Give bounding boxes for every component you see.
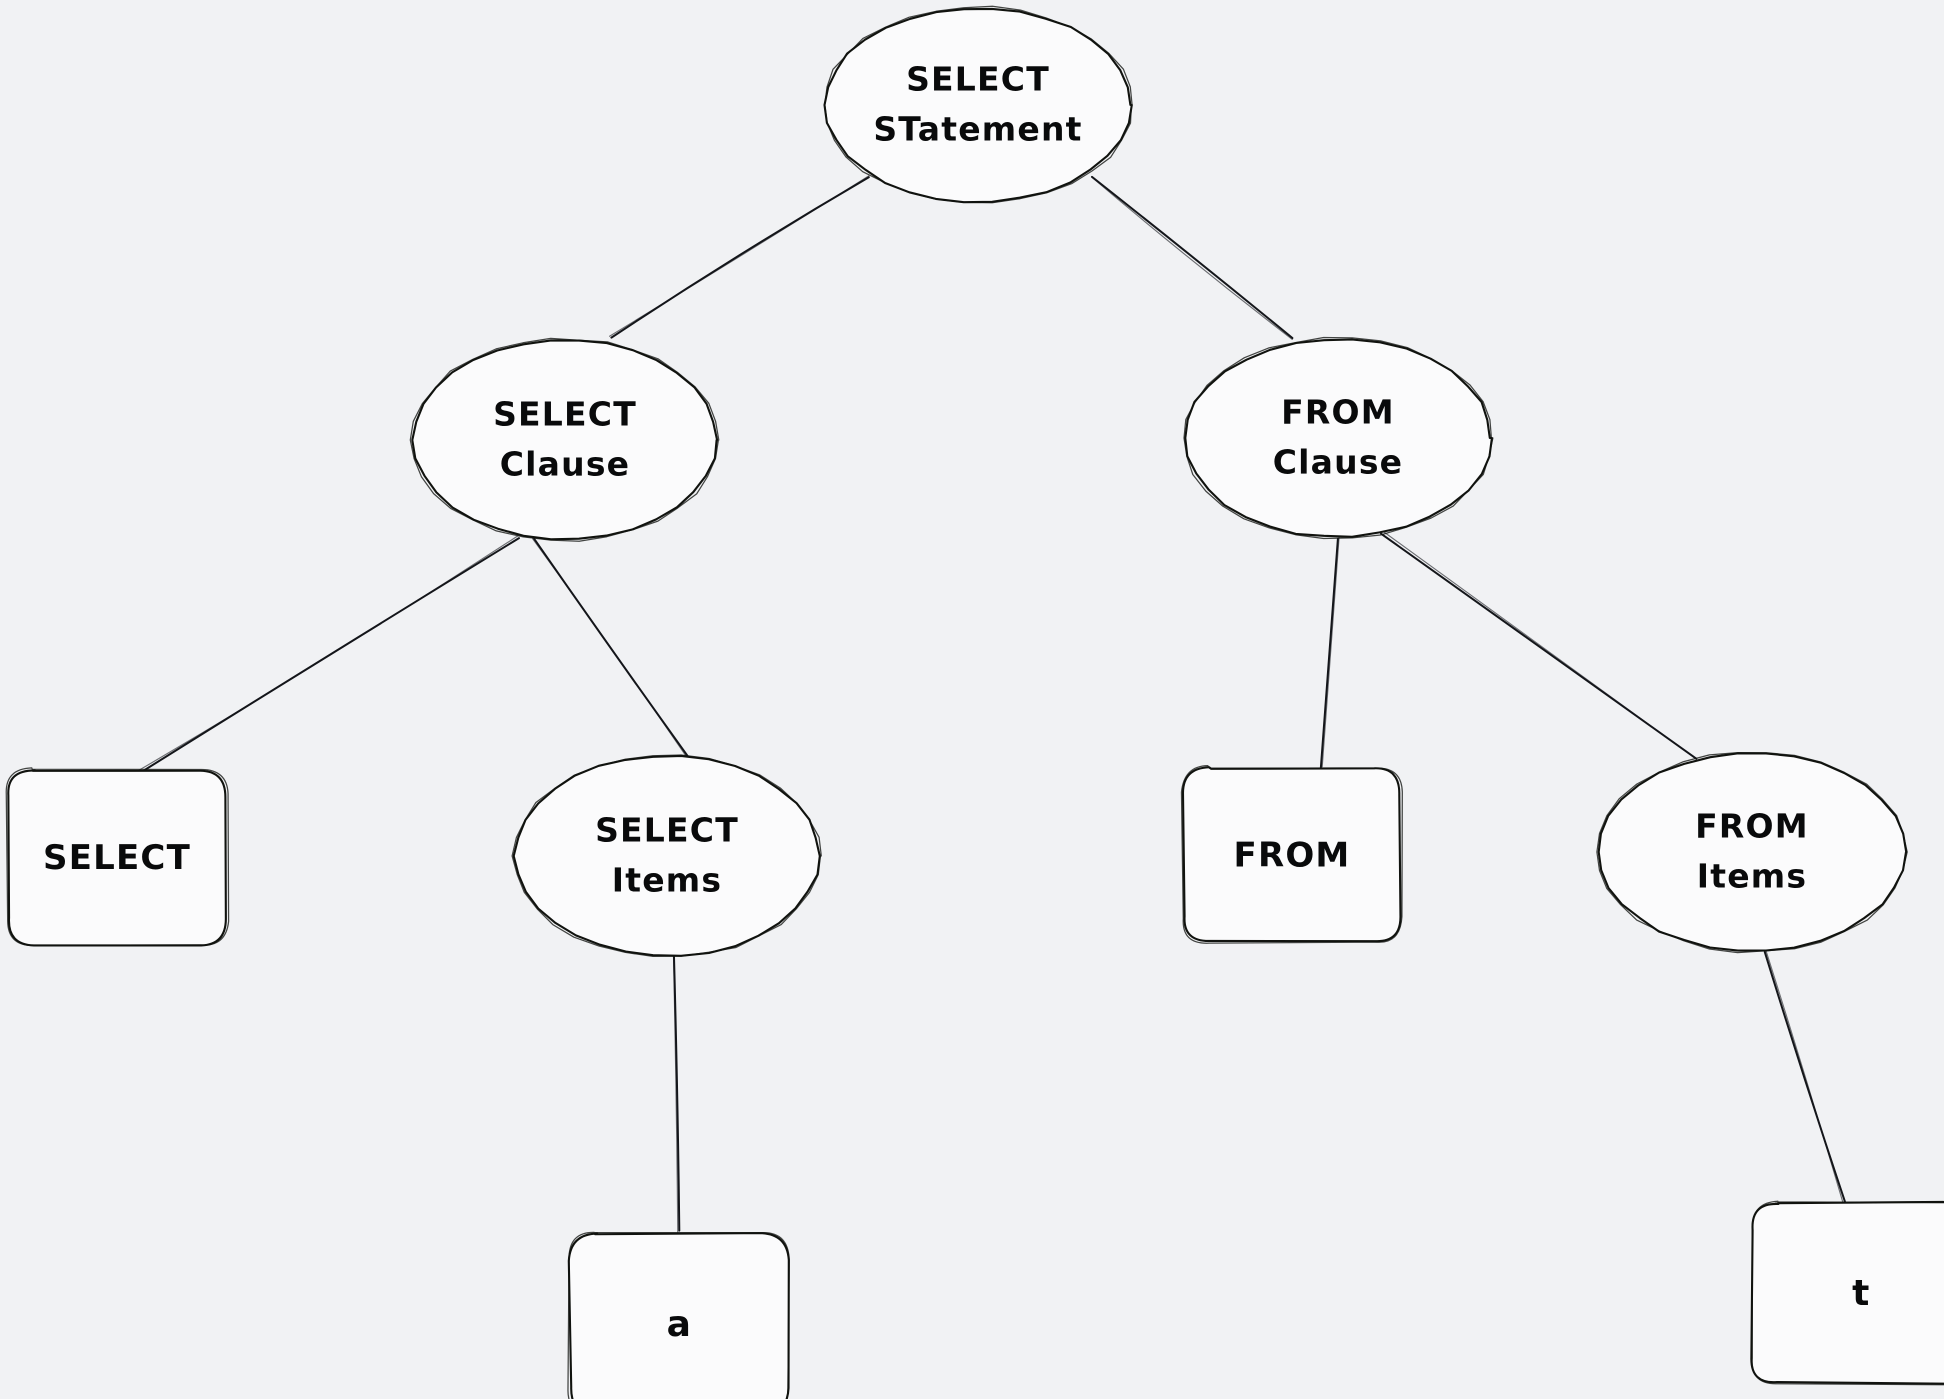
node-column-a[interactable]: a bbox=[567, 1231, 790, 1399]
node-rect bbox=[1181, 766, 1402, 943]
node-label-line1: SELECT bbox=[493, 395, 637, 434]
node-select-items[interactable]: SELECT Items bbox=[511, 754, 822, 958]
node-select-terminal[interactable]: SELECT bbox=[5, 767, 230, 947]
node-label: SELECT bbox=[43, 838, 191, 878]
node-label: FROM bbox=[1234, 836, 1351, 876]
edge-from-items-to-table-t bbox=[1763, 950, 1846, 1203]
node-rect bbox=[567, 1232, 790, 1399]
node-label-line2: Items bbox=[612, 861, 722, 900]
node-rect-sketch bbox=[1751, 1200, 1944, 1386]
node-label-line2: Clause bbox=[1273, 443, 1404, 482]
node-rect bbox=[1750, 1200, 1944, 1385]
node-ellipse-sketch bbox=[1183, 336, 1494, 540]
edge-from-clause-to-from-items bbox=[1380, 530, 1698, 760]
node-rect-sketch bbox=[1180, 765, 1403, 944]
node-ellipse bbox=[1597, 752, 1908, 952]
node-from-items[interactable]: FROM Items bbox=[1596, 751, 1908, 954]
edge-select-items-to-column-a bbox=[672, 953, 681, 1233]
node-rect-sketch bbox=[567, 1231, 790, 1399]
node-label-line1: SELECT bbox=[906, 60, 1050, 99]
node-label-line1: FROM bbox=[1281, 393, 1395, 432]
node-ellipse-sketch bbox=[824, 5, 1133, 204]
edge-select-clause-to-select-terminal bbox=[137, 535, 520, 774]
node-from-clause[interactable]: FROM Clause bbox=[1183, 336, 1494, 540]
node-ellipse bbox=[411, 339, 719, 541]
node-label-line2: Clause bbox=[500, 445, 631, 484]
node-ellipse bbox=[823, 7, 1133, 204]
node-ellipse-sketch bbox=[511, 754, 822, 958]
node-label-line2: Items bbox=[1697, 857, 1807, 896]
node-label-line1: FROM bbox=[1695, 807, 1809, 846]
node-label: a bbox=[667, 1304, 692, 1345]
node-from-terminal[interactable]: FROM bbox=[1180, 765, 1403, 944]
node-rect-sketch bbox=[5, 767, 230, 947]
node-ellipse-sketch bbox=[1596, 751, 1908, 954]
node-select-clause[interactable]: SELECT Clause bbox=[409, 337, 720, 542]
node-table-t[interactable]: t bbox=[1750, 1200, 1944, 1386]
node-ellipse-sketch bbox=[409, 337, 720, 542]
node-select-statement[interactable]: SELECT STatement bbox=[823, 5, 1133, 204]
node-label: t bbox=[1852, 1273, 1870, 1314]
node-label-line2: STatement bbox=[873, 110, 1082, 149]
edge-select-statement-to-from-clause bbox=[1090, 175, 1294, 340]
edge-from-clause-to-from-terminal bbox=[1319, 536, 1340, 770]
node-label-line1: SELECT bbox=[595, 811, 739, 850]
node-ellipse bbox=[1184, 338, 1493, 538]
edge-select-clause-to-select-items bbox=[532, 537, 690, 760]
edges-layer bbox=[137, 175, 1846, 1233]
edge-select-statement-to-select-clause bbox=[608, 175, 870, 339]
nodes-layer: SELECTSTatementSELECTClauseFROMClauseSEL… bbox=[5, 5, 1944, 1399]
